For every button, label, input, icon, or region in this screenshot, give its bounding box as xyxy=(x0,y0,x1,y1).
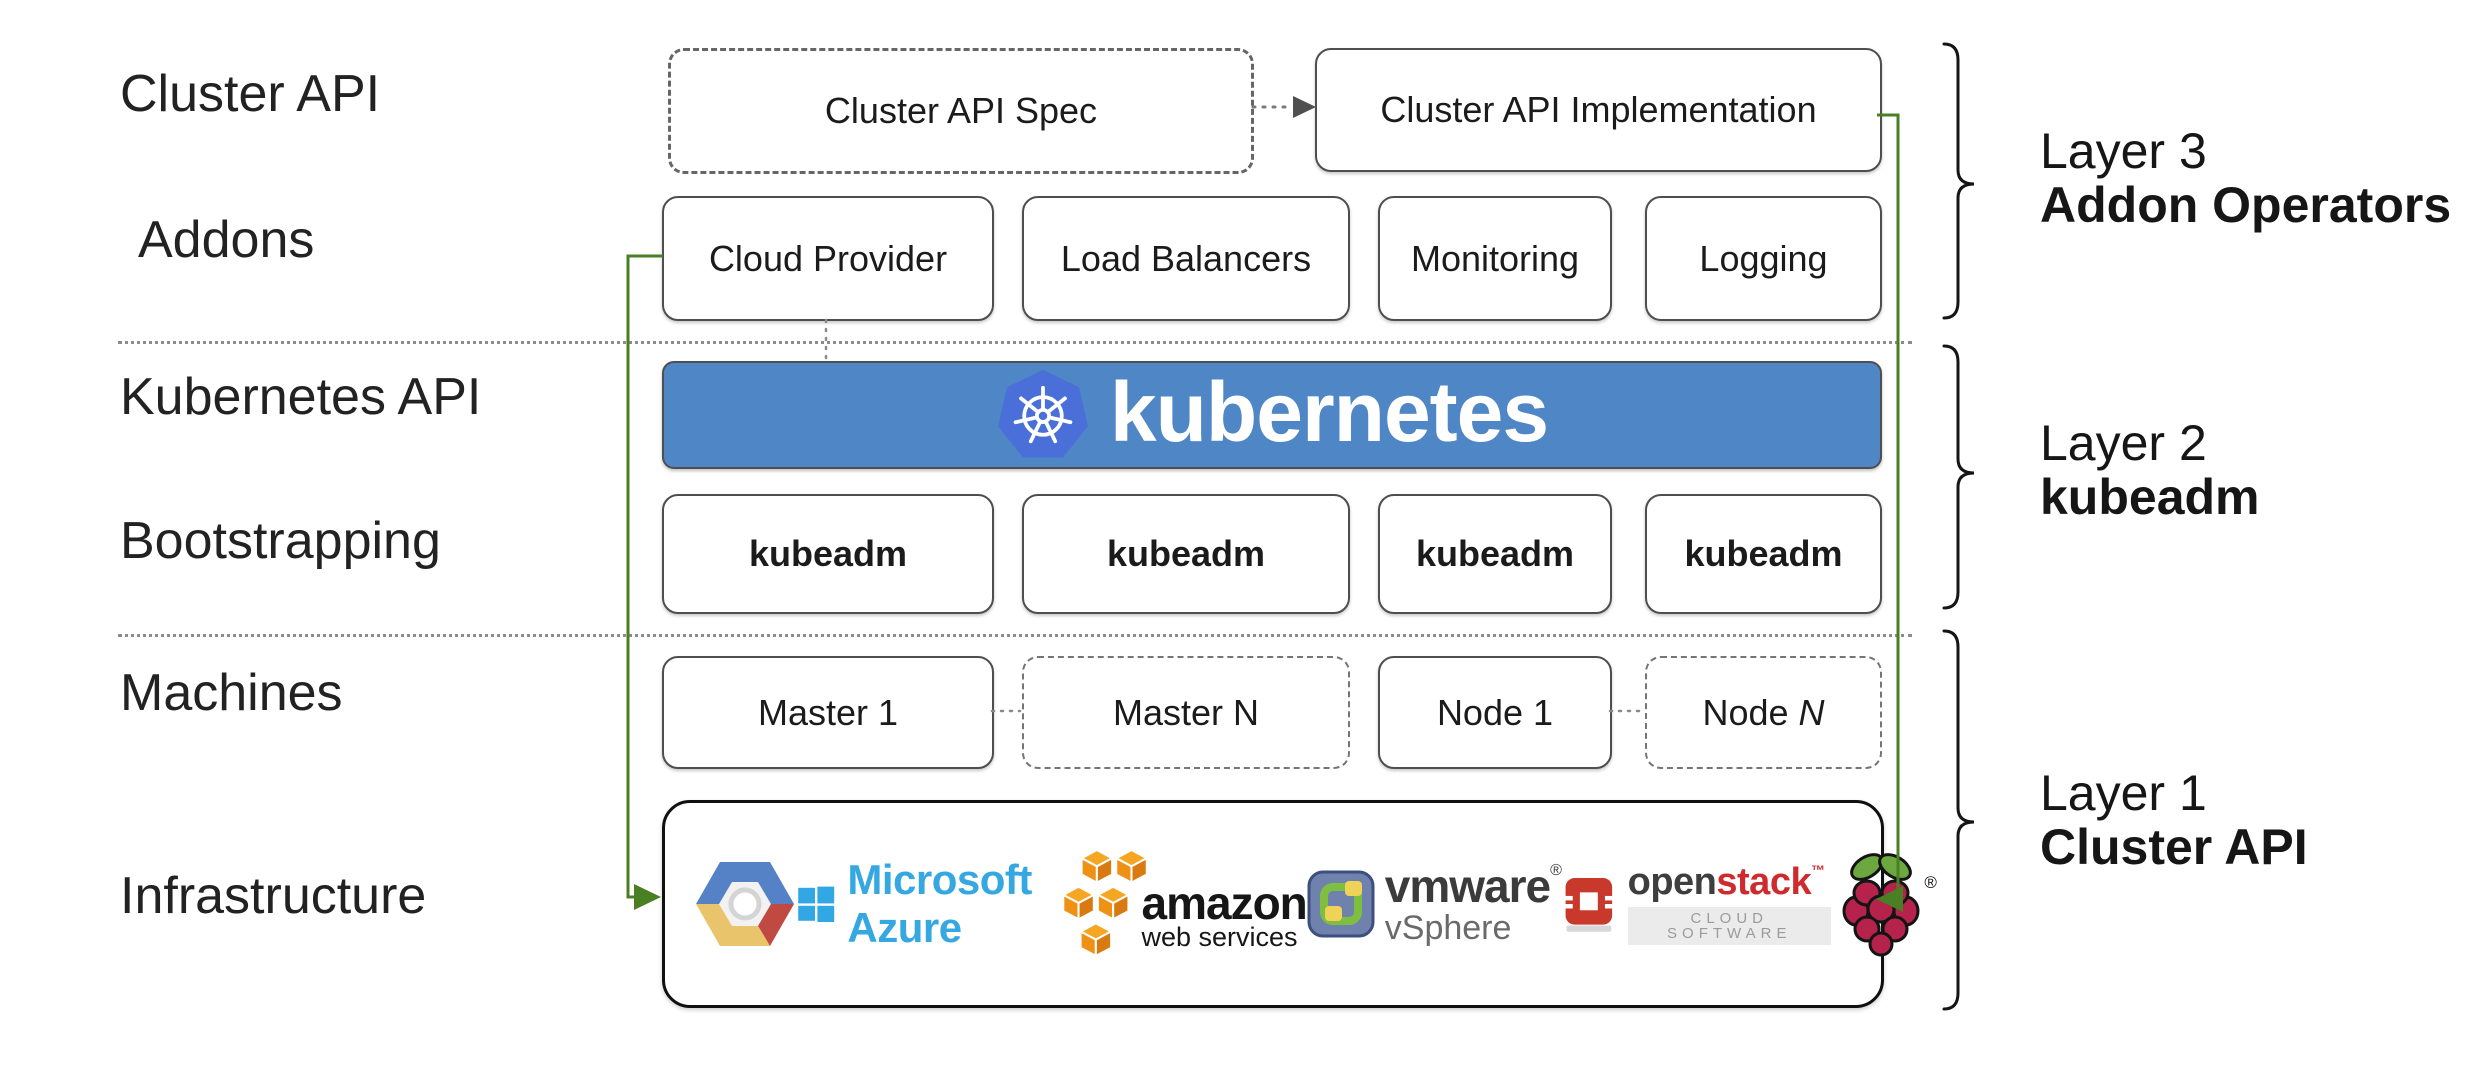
box-monitoring: Monitoring xyxy=(1378,196,1612,321)
separator-top xyxy=(118,341,1912,344)
box-node-n-label: Node xyxy=(1702,691,1789,733)
layer-2-annotation: Layer 2 kubeadm xyxy=(2040,416,2260,524)
box-node-1: Node 1 xyxy=(1378,656,1612,769)
row-label-machines: Machines xyxy=(120,664,343,722)
layer-3-brace xyxy=(1942,42,1975,320)
cloud-provider-to-infrastructure-connector xyxy=(626,254,663,910)
row-label-cluster-api: Cluster API xyxy=(120,65,381,123)
layer-1-title: Layer 1 xyxy=(2040,765,2207,821)
openstack-open-text: open xyxy=(1627,861,1717,903)
aws-webservices-text: web services xyxy=(1141,922,1298,953)
layer-3-annotation: Layer 3 Addon Operators xyxy=(2040,124,2451,232)
spec-to-impl-arrow xyxy=(1251,96,1316,118)
row-label-kubernetes-api: Kubernetes API xyxy=(120,368,482,426)
openstack-logo: openstack™ CLOUD SOFTWARE xyxy=(1561,861,1831,945)
box-monitoring-label: Monitoring xyxy=(1410,237,1580,279)
google-cloud-icon xyxy=(696,862,794,946)
openstack-icon xyxy=(1561,878,1616,932)
microsoft-azure-logo: Microsoft Azure xyxy=(797,856,1052,952)
infrastructure-box: Microsoft Azure amazon web services xyxy=(662,800,1937,1008)
aws-amazon-text: amazon xyxy=(1141,876,1308,929)
box-logging: Logging xyxy=(1645,196,1882,321)
box-cloud-provider: Cloud Provider xyxy=(662,196,994,321)
box-load-balancers: Load Balancers xyxy=(1022,196,1350,321)
raspberry-pi-icon xyxy=(1842,853,1920,957)
layer-2-subtitle: kubeadm xyxy=(2040,469,2260,525)
raspberry-pi-reg-mark: ® xyxy=(1924,873,1937,892)
kubernetes-helm-icon xyxy=(996,368,1090,462)
vsphere-text: vSphere xyxy=(1384,909,1512,947)
kubernetes-banner: kubernetes xyxy=(662,361,1882,469)
box-cloud-provider-label: Cloud Provider xyxy=(708,237,948,279)
openstack-cloud-software-text: CLOUD SOFTWARE xyxy=(1627,907,1831,945)
vsphere-icon xyxy=(1307,870,1375,938)
layer-2-brace xyxy=(1942,344,1975,610)
row-label-infrastructure: Infrastructure xyxy=(120,867,427,925)
box-kubeadm-2-label: kubeadm xyxy=(1106,533,1266,574)
box-cluster-api-implementation-label: Cluster API Implementation xyxy=(1380,89,1817,130)
box-master-1: Master 1 xyxy=(662,656,994,769)
box-kubeadm-1-label: kubeadm xyxy=(748,533,908,574)
microsoft-window-icon xyxy=(798,886,835,922)
raspberry-pi-logo: ® xyxy=(1831,849,1937,959)
layer-3-title: Layer 3 xyxy=(2040,123,2207,179)
box-cluster-api-implementation: Cluster API Implementation xyxy=(1315,48,1882,172)
box-master-1-label: Master xyxy=(757,691,868,733)
microsoft-azure-text: Microsoft Azure xyxy=(847,856,1032,951)
box-cluster-api-spec-label: Cluster API Spec xyxy=(824,90,1098,131)
row-label-addons: Addons xyxy=(138,211,315,269)
layer-3-subtitle: Addon Operators xyxy=(2040,177,2452,233)
box-kubeadm-2: kubeadm xyxy=(1022,494,1350,614)
vmware-vsphere-logo: vmware® vSphere xyxy=(1307,863,1562,945)
layer-1-brace xyxy=(1942,629,1975,1011)
google-cloud-logo xyxy=(693,857,797,951)
box-kubeadm-4: kubeadm xyxy=(1645,494,1882,614)
box-kubeadm-3-label: kubeadm xyxy=(1415,533,1575,574)
box-node-1-label: Node xyxy=(1436,691,1523,733)
box-kubeadm-1: kubeadm xyxy=(662,494,994,614)
aws-logo: amazon web services xyxy=(1052,848,1308,960)
layer-1-annotation: Layer 1 Cluster API xyxy=(2040,766,2308,874)
separator-bottom xyxy=(118,634,1912,637)
box-kubeadm-3: kubeadm xyxy=(1378,494,1612,614)
box-cluster-api-spec: Cluster API Spec xyxy=(668,48,1254,174)
layer-2-title: Layer 2 xyxy=(2040,415,2207,471)
openstack-stack-text: stack xyxy=(1716,861,1812,903)
row-label-bootstrapping: Bootstrapping xyxy=(120,512,441,570)
box-load-balancers-label: Load Balancers xyxy=(1060,237,1312,279)
vmware-text: vmware xyxy=(1384,860,1551,912)
layer-1-subtitle: Cluster API xyxy=(2040,819,2308,875)
box-master-n: Master N xyxy=(1022,656,1350,769)
box-node-n: Node N xyxy=(1645,656,1882,769)
kubernetes-wordmark: kubernetes xyxy=(1109,364,1549,459)
box-logging-label: Logging xyxy=(1699,237,1828,279)
aws-cubes-icon xyxy=(1060,848,1149,958)
box-kubeadm-4-label: kubeadm xyxy=(1684,533,1843,574)
box-master-n-label: Master xyxy=(1112,691,1223,733)
